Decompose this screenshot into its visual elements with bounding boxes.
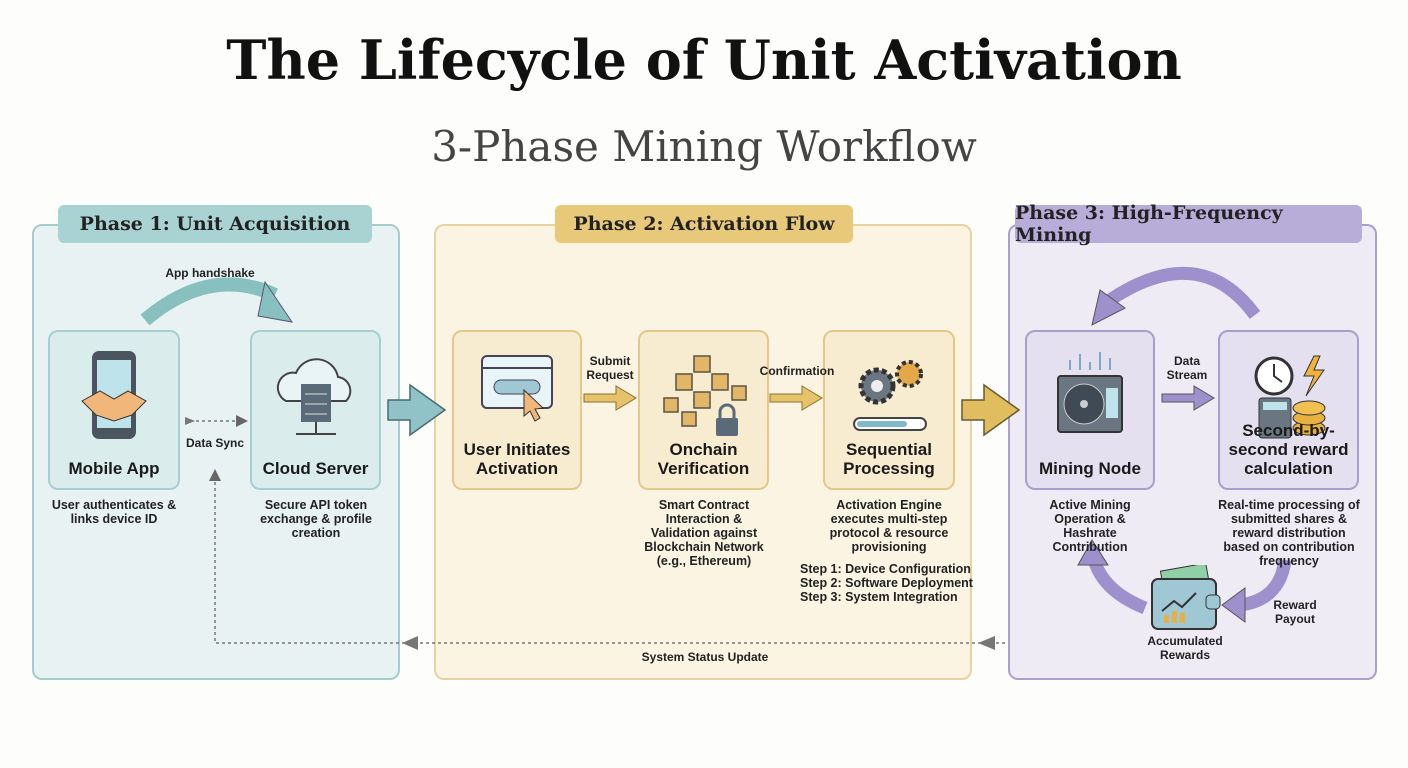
data-stream-arrow <box>1161 385 1215 411</box>
app-handshake-arrow <box>140 277 278 326</box>
phase-1-to-2-arrow <box>387 383 447 437</box>
step-1: Step 1: Device Configuration <box>800 562 971 576</box>
phone-handshake-icon <box>81 351 147 439</box>
submit-request-label: Submit Request <box>586 354 634 382</box>
cloud-server-node: Cloud Server <box>250 330 381 490</box>
confirmation-arrow <box>769 385 823 411</box>
sequential-desc: Activation Engine executes multi-step pr… <box>829 498 949 554</box>
user-initiates-label: User Initiates Activation <box>463 440 571 478</box>
reward-calc-label: Second-by-second reward calculation <box>1228 421 1349 478</box>
cloud-server-desc: Secure API token exchange & profile crea… <box>260 498 372 540</box>
system-status-label: System Status Update <box>641 650 769 664</box>
mobile-app-desc: User authenticates & links device ID <box>51 498 177 526</box>
step-3: Step 3: System Integration <box>800 590 958 604</box>
submit-request-arrow <box>583 385 637 411</box>
cloud-server-label: Cloud Server <box>262 459 369 478</box>
cloud-server-icon <box>276 358 351 435</box>
data-stream-label: Data Stream <box>1166 354 1208 382</box>
reward-calc-desc: Real-time processing of submitted shares… <box>1218 498 1360 568</box>
app-handshake-label: App handshake <box>165 266 255 280</box>
gears-progress-icon <box>853 360 927 431</box>
reward-calculation-node: Second-by-second reward calculation <box>1218 330 1359 490</box>
mining-node-label: Mining Node <box>1039 459 1141 478</box>
onchain-label: Onchain Verification <box>657 440 750 478</box>
reward-payout-arrow <box>1238 558 1292 612</box>
wallet-icon <box>1151 565 1221 630</box>
loop-top-arrow <box>1106 266 1261 319</box>
phase-1-label: Phase 1: Unit Acquisition <box>58 205 372 243</box>
data-sync-label: Data Sync <box>185 436 245 450</box>
subtitle: 3-Phase Mining Workflow <box>431 122 977 171</box>
phase-2-label: Phase 2: Activation Flow <box>555 205 853 243</box>
reward-payout-label: Reward Payout <box>1273 598 1317 626</box>
title: The Lifecycle of Unit Activation <box>226 28 1182 92</box>
clock-calculator-coins-icon <box>1254 355 1325 439</box>
user-initiates-node: User Initiates Activation <box>452 330 582 490</box>
mobile-app-label: Mobile App <box>68 459 160 478</box>
mobile-app-node: Mobile App <box>48 330 180 490</box>
sequential-label: Sequential Processing <box>843 440 935 478</box>
rewards-label: Accumulated Rewards <box>1147 634 1223 662</box>
blockchain-lock-icon <box>662 355 747 436</box>
phase-2-to-3-arrow <box>961 383 1021 437</box>
onchain-desc: Smart Contract Interaction & Validation … <box>644 498 764 568</box>
step-2: Step 2: Software Deployment <box>800 576 973 590</box>
sequential-processing-node: Sequential Processing <box>823 330 955 490</box>
confirmation-label: Confirmation <box>759 364 835 378</box>
mining-rig-icon <box>1057 352 1123 433</box>
onchain-verification-node: Onchain Verification <box>638 330 769 490</box>
browser-click-icon <box>481 355 553 422</box>
mining-node-desc: Active Mining Operation & Hashrate Contr… <box>1049 498 1131 554</box>
mining-node: Mining Node <box>1025 330 1155 490</box>
phase-3-label: Phase 3: High-Frequency Mining <box>1015 202 1362 246</box>
